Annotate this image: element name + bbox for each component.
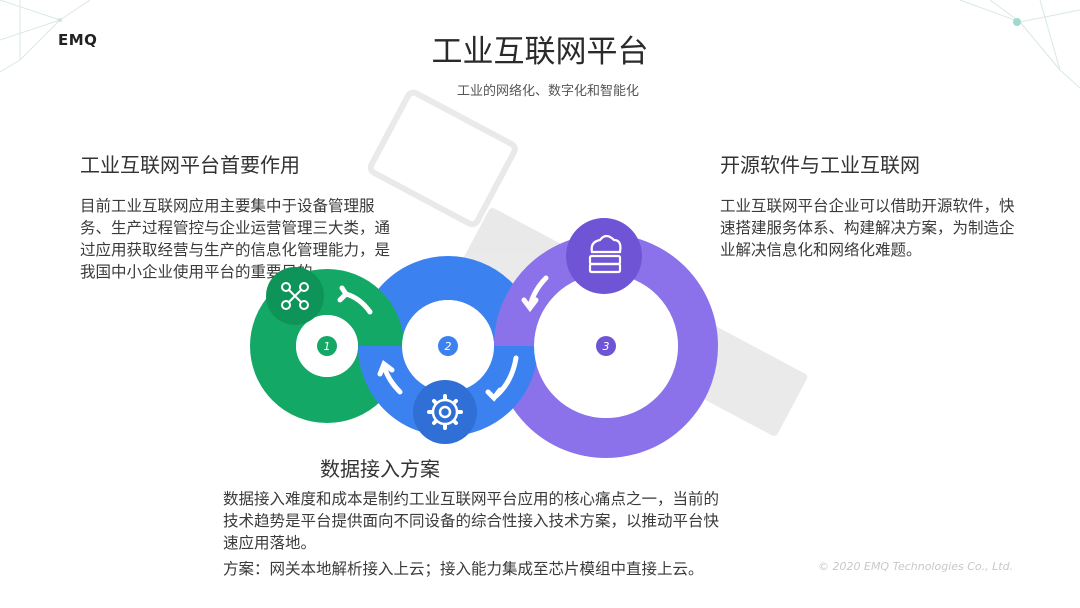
section-text: 工业互联网平台企业可以借助开源软件，快速搭建服务体系、构建解决方案，为制造企业解… [720,197,1015,259]
section-text: 目前工业互联网应用主要集中于设备管理服务、生产过程管控与企业运营管理三大类，通过… [80,197,391,281]
section-body-open-source: 工业互联网平台企业可以借助开源软件，快速搭建服务体系、构建解决方案，为制造企业解… [720,195,1015,261]
step-badge-3: 3 [596,336,616,356]
arrow-icon [337,285,350,303]
network-nodes-icon [266,267,324,325]
corner-network-left [0,0,91,73]
section-text: 数据接入难度和成本是制约工业互联网平台应用的核心痛点之一，当前的技术趋势是平台提… [223,490,720,552]
page-subtitle: 工业的网络化、数字化和智能化 [456,84,639,99]
corner-dot [1013,18,1021,26]
corner-network-right [959,0,1080,89]
flow-arrows [337,275,549,402]
step-number-2: 2 [445,340,452,353]
section-heading-open-source: 开源软件与工业互联网 [720,153,920,177]
section-body-platform-role: 目前工业互联网应用主要集中于设备管理服务、生产过程管控与企业运营管理三大类，通过… [80,195,390,283]
corner-dot [58,18,62,22]
step-number-1: 1 [324,340,331,353]
step-badge-2: 2 [438,336,458,356]
page-title: 工业互联网平台 [431,34,649,70]
cloud-server-icon [566,218,642,294]
step-badge-1: 1 [317,336,337,356]
copyright-notice: © 2020 EMQ Technologies Co., Ltd. [818,560,1014,573]
arrow-icon [485,387,503,402]
arrow-icon [521,297,539,313]
arrow-icon [377,360,395,377]
emq-logo: EMQ [58,31,98,49]
step-number-3: 3 [603,340,610,353]
section-solution-text: 方案：网关本地解析接入上云；接入能力集成至芯片模组中直接上云。 [223,560,704,578]
section-body-data-access: 数据接入难度和成本是制约工业互联网平台应用的核心痛点之一，当前的技术趋势是平台提… [223,488,728,580]
gear-icon [413,380,477,444]
section-heading-platform-role: 工业互联网平台首要作用 [80,153,300,177]
section-heading-data-access: 数据接入方案 [320,457,440,481]
